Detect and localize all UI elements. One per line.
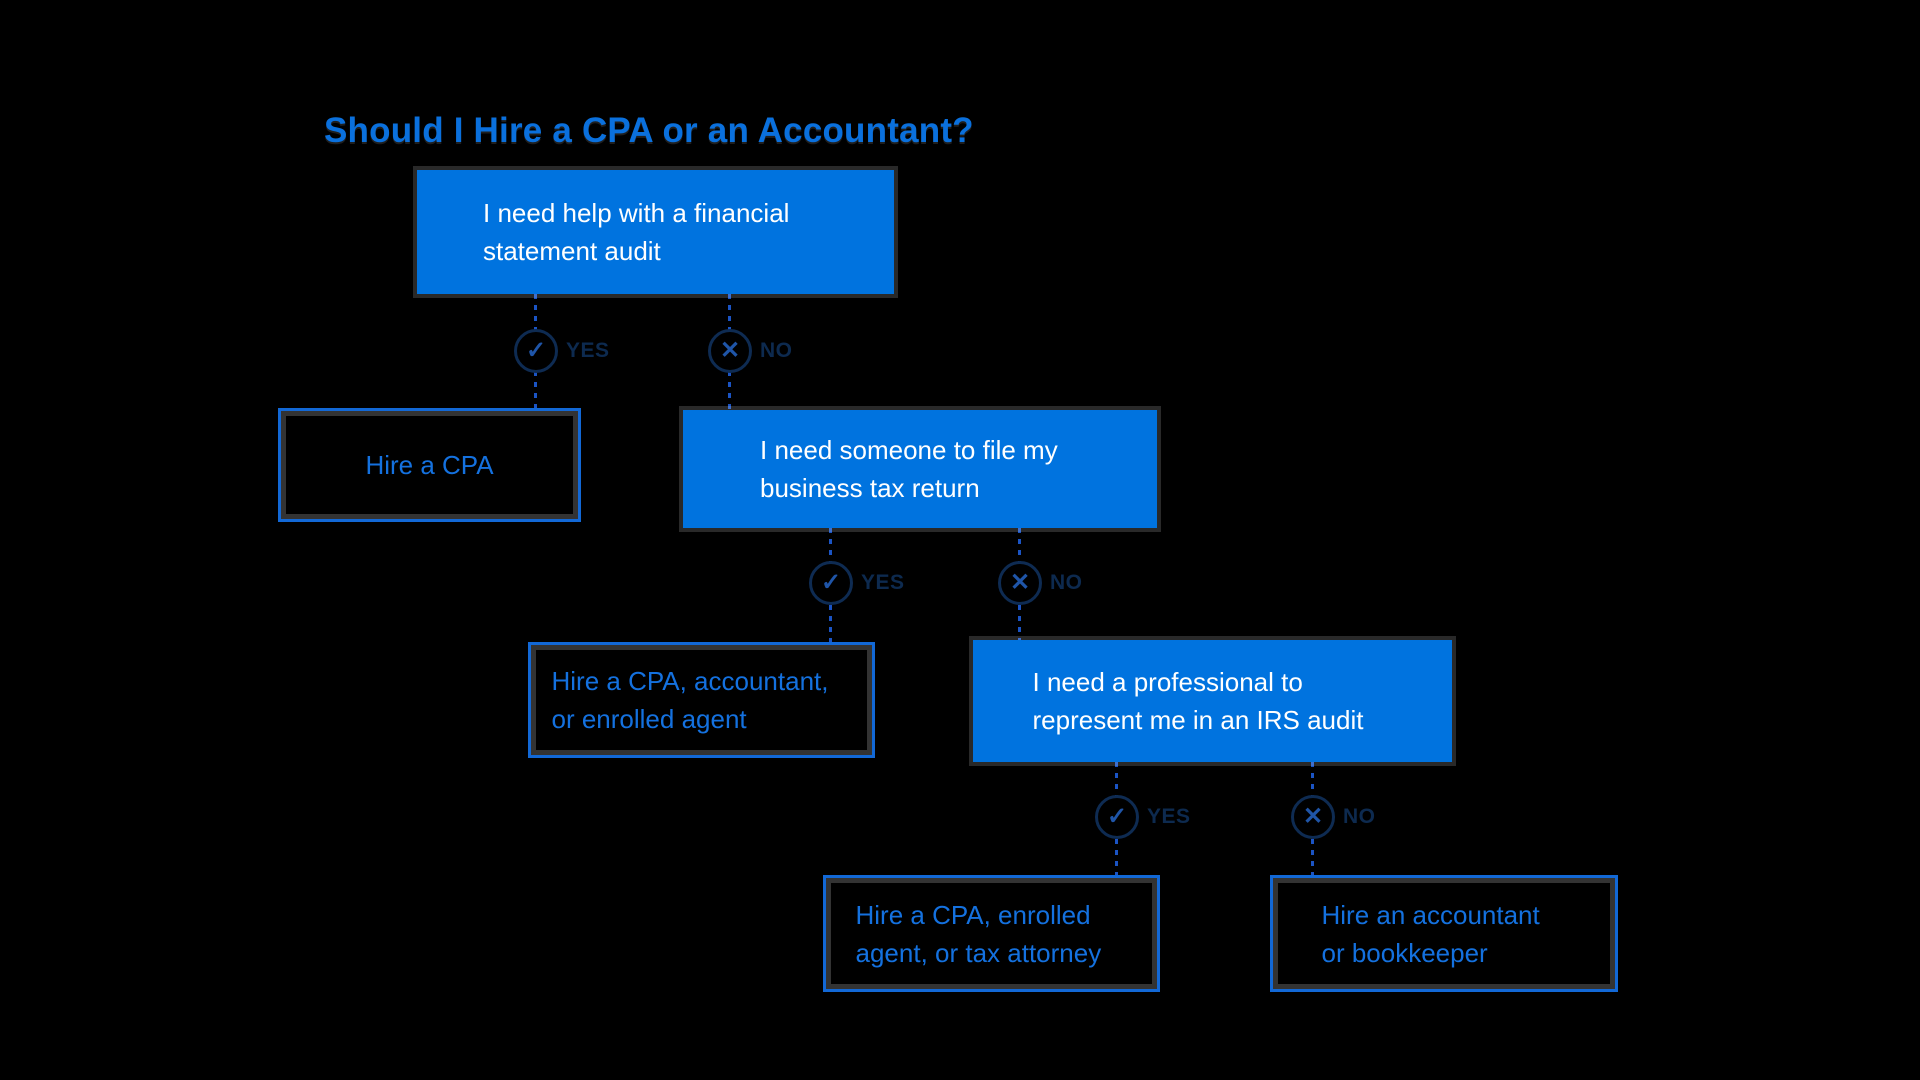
decision-node-no: ✕ <box>998 561 1042 605</box>
decision-node-no: ✕ <box>1291 795 1335 839</box>
answer-text: Hire a CPA, enrolled agent, or tax attor… <box>855 899 1102 968</box>
answer-box-accountant-bookkeeper: Hire an accountant or bookkeeper <box>1270 875 1618 992</box>
edge-label-yes: YES <box>861 571 905 594</box>
question-box-business-tax-return: I need someone to file my business tax r… <box>683 410 1157 528</box>
check-icon: ✓ <box>525 337 547 364</box>
answer-box-cpa-accountant-enrolled-agent: Hire a CPA, accountant, or enrolled agen… <box>528 642 875 758</box>
decision-node-yes: ✓ <box>1095 795 1139 839</box>
question-box-irs-audit-representation: I need a professional to represent me in… <box>973 640 1452 762</box>
edge-label-yes: YES <box>566 339 610 362</box>
check-icon: ✓ <box>1106 803 1128 830</box>
answer-text: Hire a CPA <box>365 450 494 480</box>
check-icon: ✓ <box>820 569 842 596</box>
answer-text: Hire an accountant or bookkeeper <box>1321 899 1540 968</box>
question-box-financial-audit: I need help with a financial statement a… <box>417 170 894 294</box>
x-icon: ✕ <box>719 337 741 364</box>
edge-label-no: NO <box>1343 805 1376 828</box>
answer-box-cpa-enrolled-agent-tax-attorney: Hire a CPA, enrolled agent, or tax attor… <box>823 875 1160 992</box>
question-text: I need a professional to represent me in… <box>1032 667 1364 735</box>
x-icon: ✕ <box>1009 569 1031 596</box>
decision-node-no: ✕ <box>708 329 752 373</box>
decision-node-yes: ✓ <box>809 561 853 605</box>
question-text: I need help with a financial statement a… <box>483 198 790 266</box>
edge-label-no: NO <box>1050 571 1083 594</box>
decision-node-yes: ✓ <box>514 329 558 373</box>
answer-text: Hire a CPA, accountant, or enrolled agen… <box>551 666 829 734</box>
edge-label-yes: YES <box>1147 805 1191 828</box>
edge-label-no: NO <box>760 339 793 362</box>
page-title: Should I Hire a CPA or an Accountant? <box>324 111 974 151</box>
x-icon: ✕ <box>1302 803 1324 830</box>
question-text: I need someone to file my business tax r… <box>760 435 1058 503</box>
answer-box-hire-cpa: Hire a CPA <box>278 408 581 522</box>
